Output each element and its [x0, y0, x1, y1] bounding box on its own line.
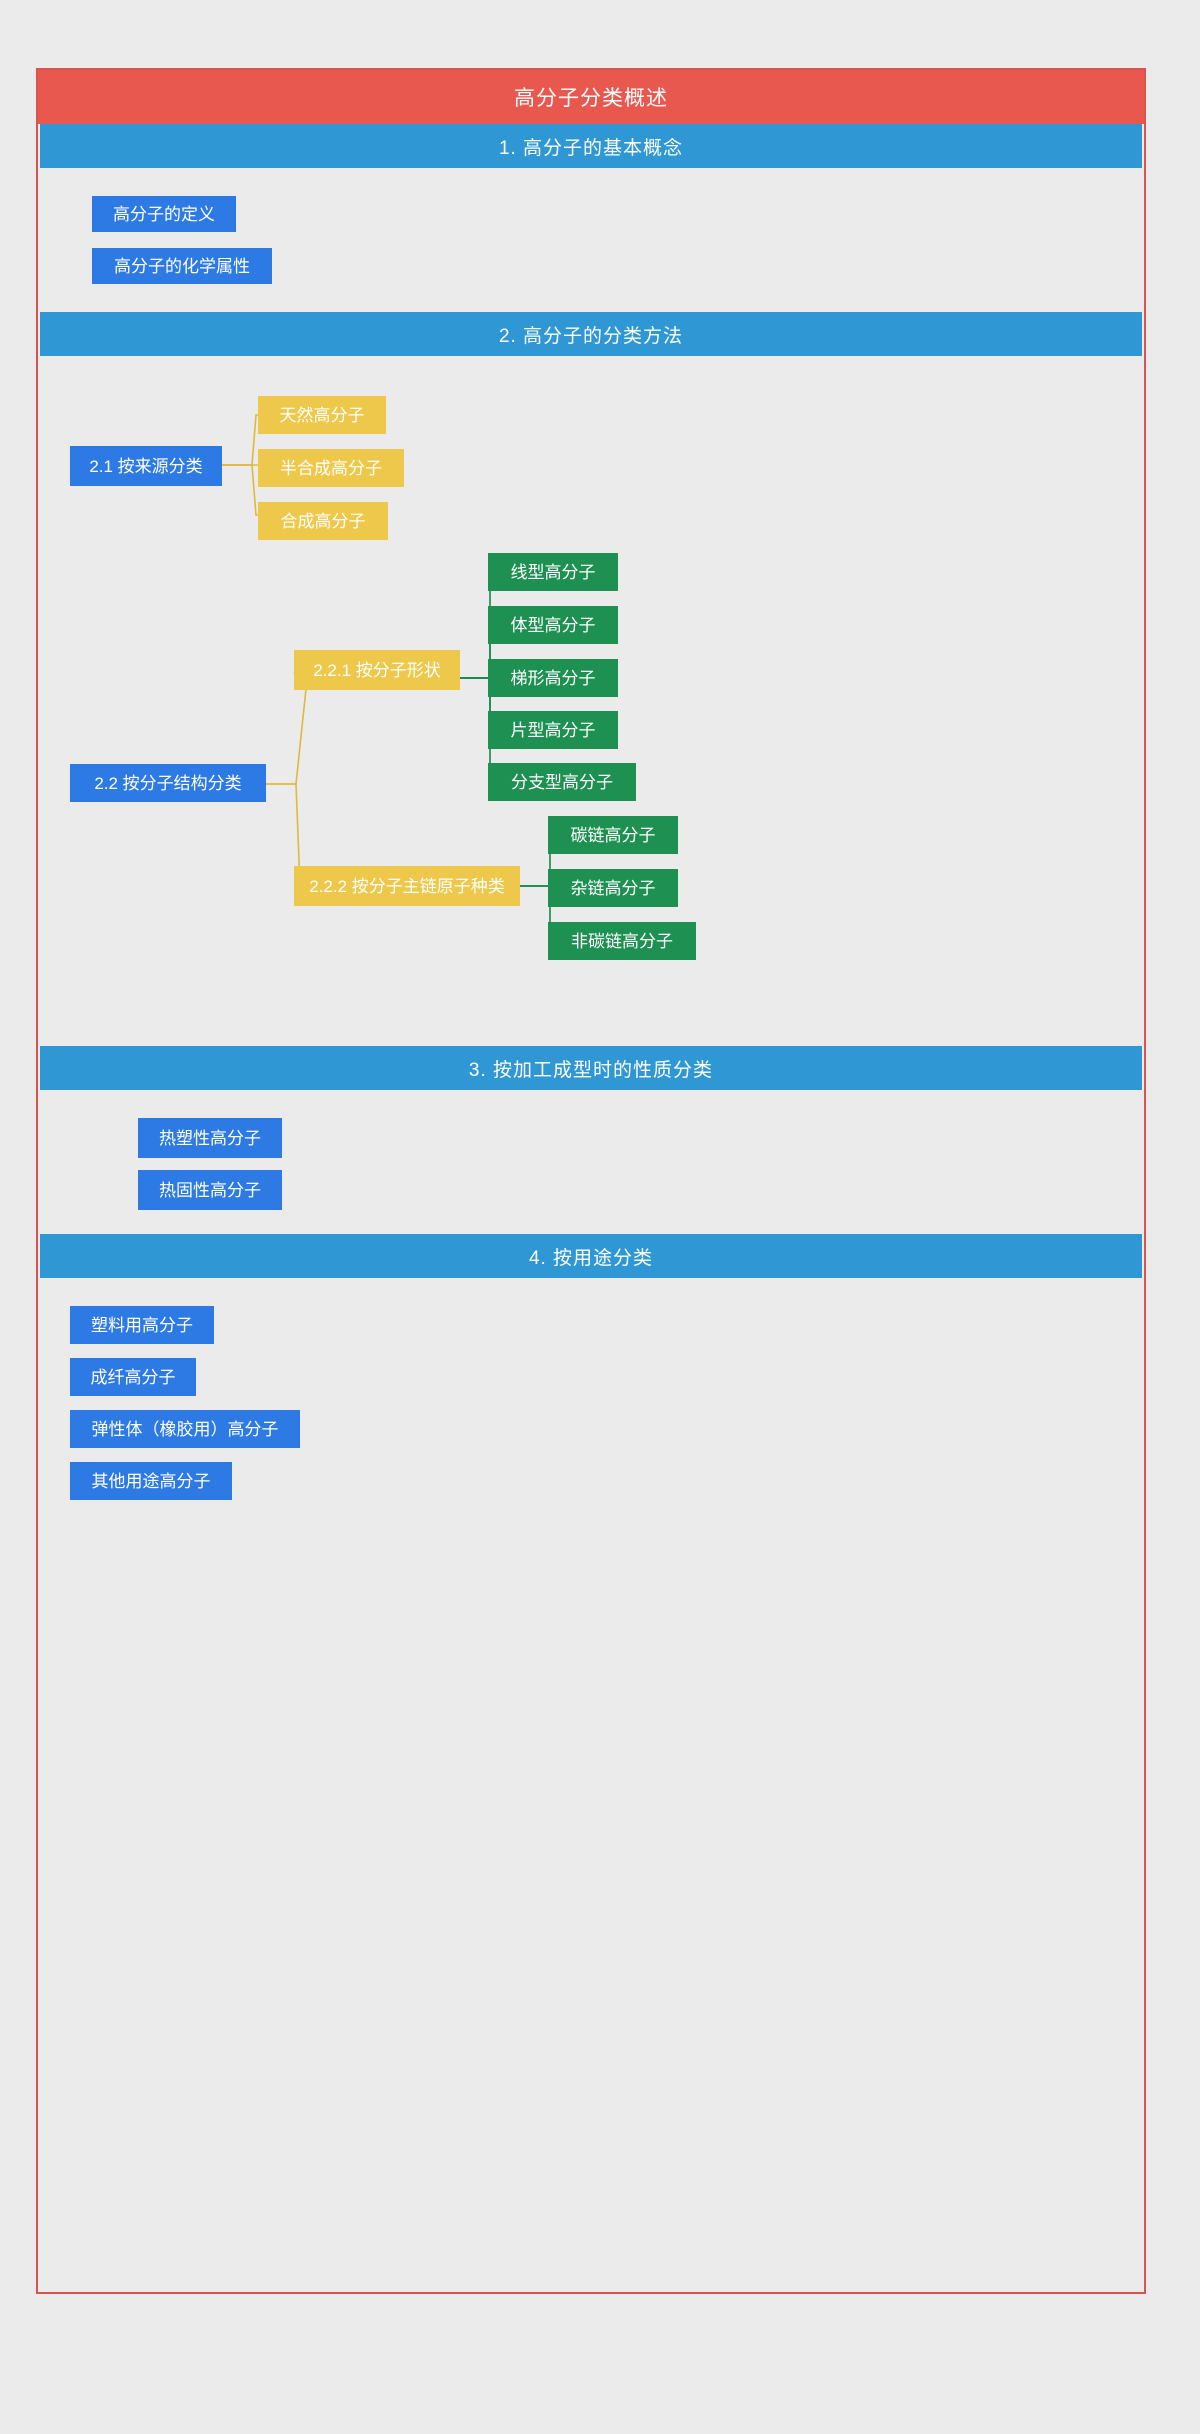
- node-semi-synthetic-polymer[interactable]: 半合成高分子: [258, 449, 404, 487]
- mindmap-card: 高分子分类概述 1. 高分子的基本概念 高分子的定义 高分子的化学属性 2. 高…: [36, 68, 1146, 2294]
- node-non-carbon-chain-polymer[interactable]: 非碳链高分子: [548, 922, 696, 960]
- node-2-2-by-structure[interactable]: 2.2 按分子结构分类: [70, 764, 266, 802]
- node-synthetic-polymer[interactable]: 合成高分子: [258, 502, 388, 540]
- node-natural-polymer[interactable]: 天然高分子: [258, 396, 386, 434]
- section-body-3: 热塑性高分子 热固性高分子: [40, 1090, 1142, 1234]
- node-other-use-polymer[interactable]: 其他用途高分子: [70, 1462, 232, 1500]
- node-plastics-polymer[interactable]: 塑料用高分子: [70, 1306, 214, 1344]
- node-thermoplastic[interactable]: 热塑性高分子: [138, 1118, 282, 1158]
- node-sheet-polymer[interactable]: 片型高分子: [488, 711, 618, 749]
- node-elastomer-polymer[interactable]: 弹性体（橡胶用）高分子: [70, 1410, 300, 1448]
- node-branched-polymer[interactable]: 分支型高分子: [488, 763, 636, 801]
- section-body-4: 塑料用高分子 成纤高分子 弹性体（橡胶用）高分子 其他用途高分子: [40, 1278, 1142, 1526]
- node-2-2-1-by-shape[interactable]: 2.2.1 按分子形状: [294, 650, 460, 690]
- node-hetero-chain-polymer[interactable]: 杂链高分子: [548, 869, 678, 907]
- node-linear-polymer[interactable]: 线型高分子: [488, 553, 618, 591]
- node-carbon-chain-polymer[interactable]: 碳链高分子: [548, 816, 678, 854]
- section-body-1: 高分子的定义 高分子的化学属性: [40, 168, 1142, 312]
- section-header-4[interactable]: 4. 按用途分类: [40, 1234, 1142, 1278]
- node-thermoset[interactable]: 热固性高分子: [138, 1170, 282, 1210]
- node-ladder-polymer[interactable]: 梯形高分子: [488, 659, 618, 697]
- node-chemical-property[interactable]: 高分子的化学属性: [92, 248, 272, 284]
- section-body-2: 2.1 按来源分类 天然高分子 半合成高分子 合成高分子 2.2 按分子结构分类…: [40, 356, 1142, 1046]
- node-network-polymer[interactable]: 体型高分子: [488, 606, 618, 644]
- node-2-1-by-source[interactable]: 2.1 按来源分类: [70, 446, 222, 486]
- section-header-2[interactable]: 2. 高分子的分类方法: [40, 312, 1142, 356]
- node-2-2-2-by-backbone-atom[interactable]: 2.2.2 按分子主链原子种类: [294, 866, 520, 906]
- page-title: 高分子分类概述: [38, 70, 1144, 124]
- node-fiber-polymer[interactable]: 成纤高分子: [70, 1358, 196, 1396]
- node-definition[interactable]: 高分子的定义: [92, 196, 236, 232]
- section-header-1[interactable]: 1. 高分子的基本概念: [40, 124, 1142, 168]
- section-header-3[interactable]: 3. 按加工成型时的性质分类: [40, 1046, 1142, 1090]
